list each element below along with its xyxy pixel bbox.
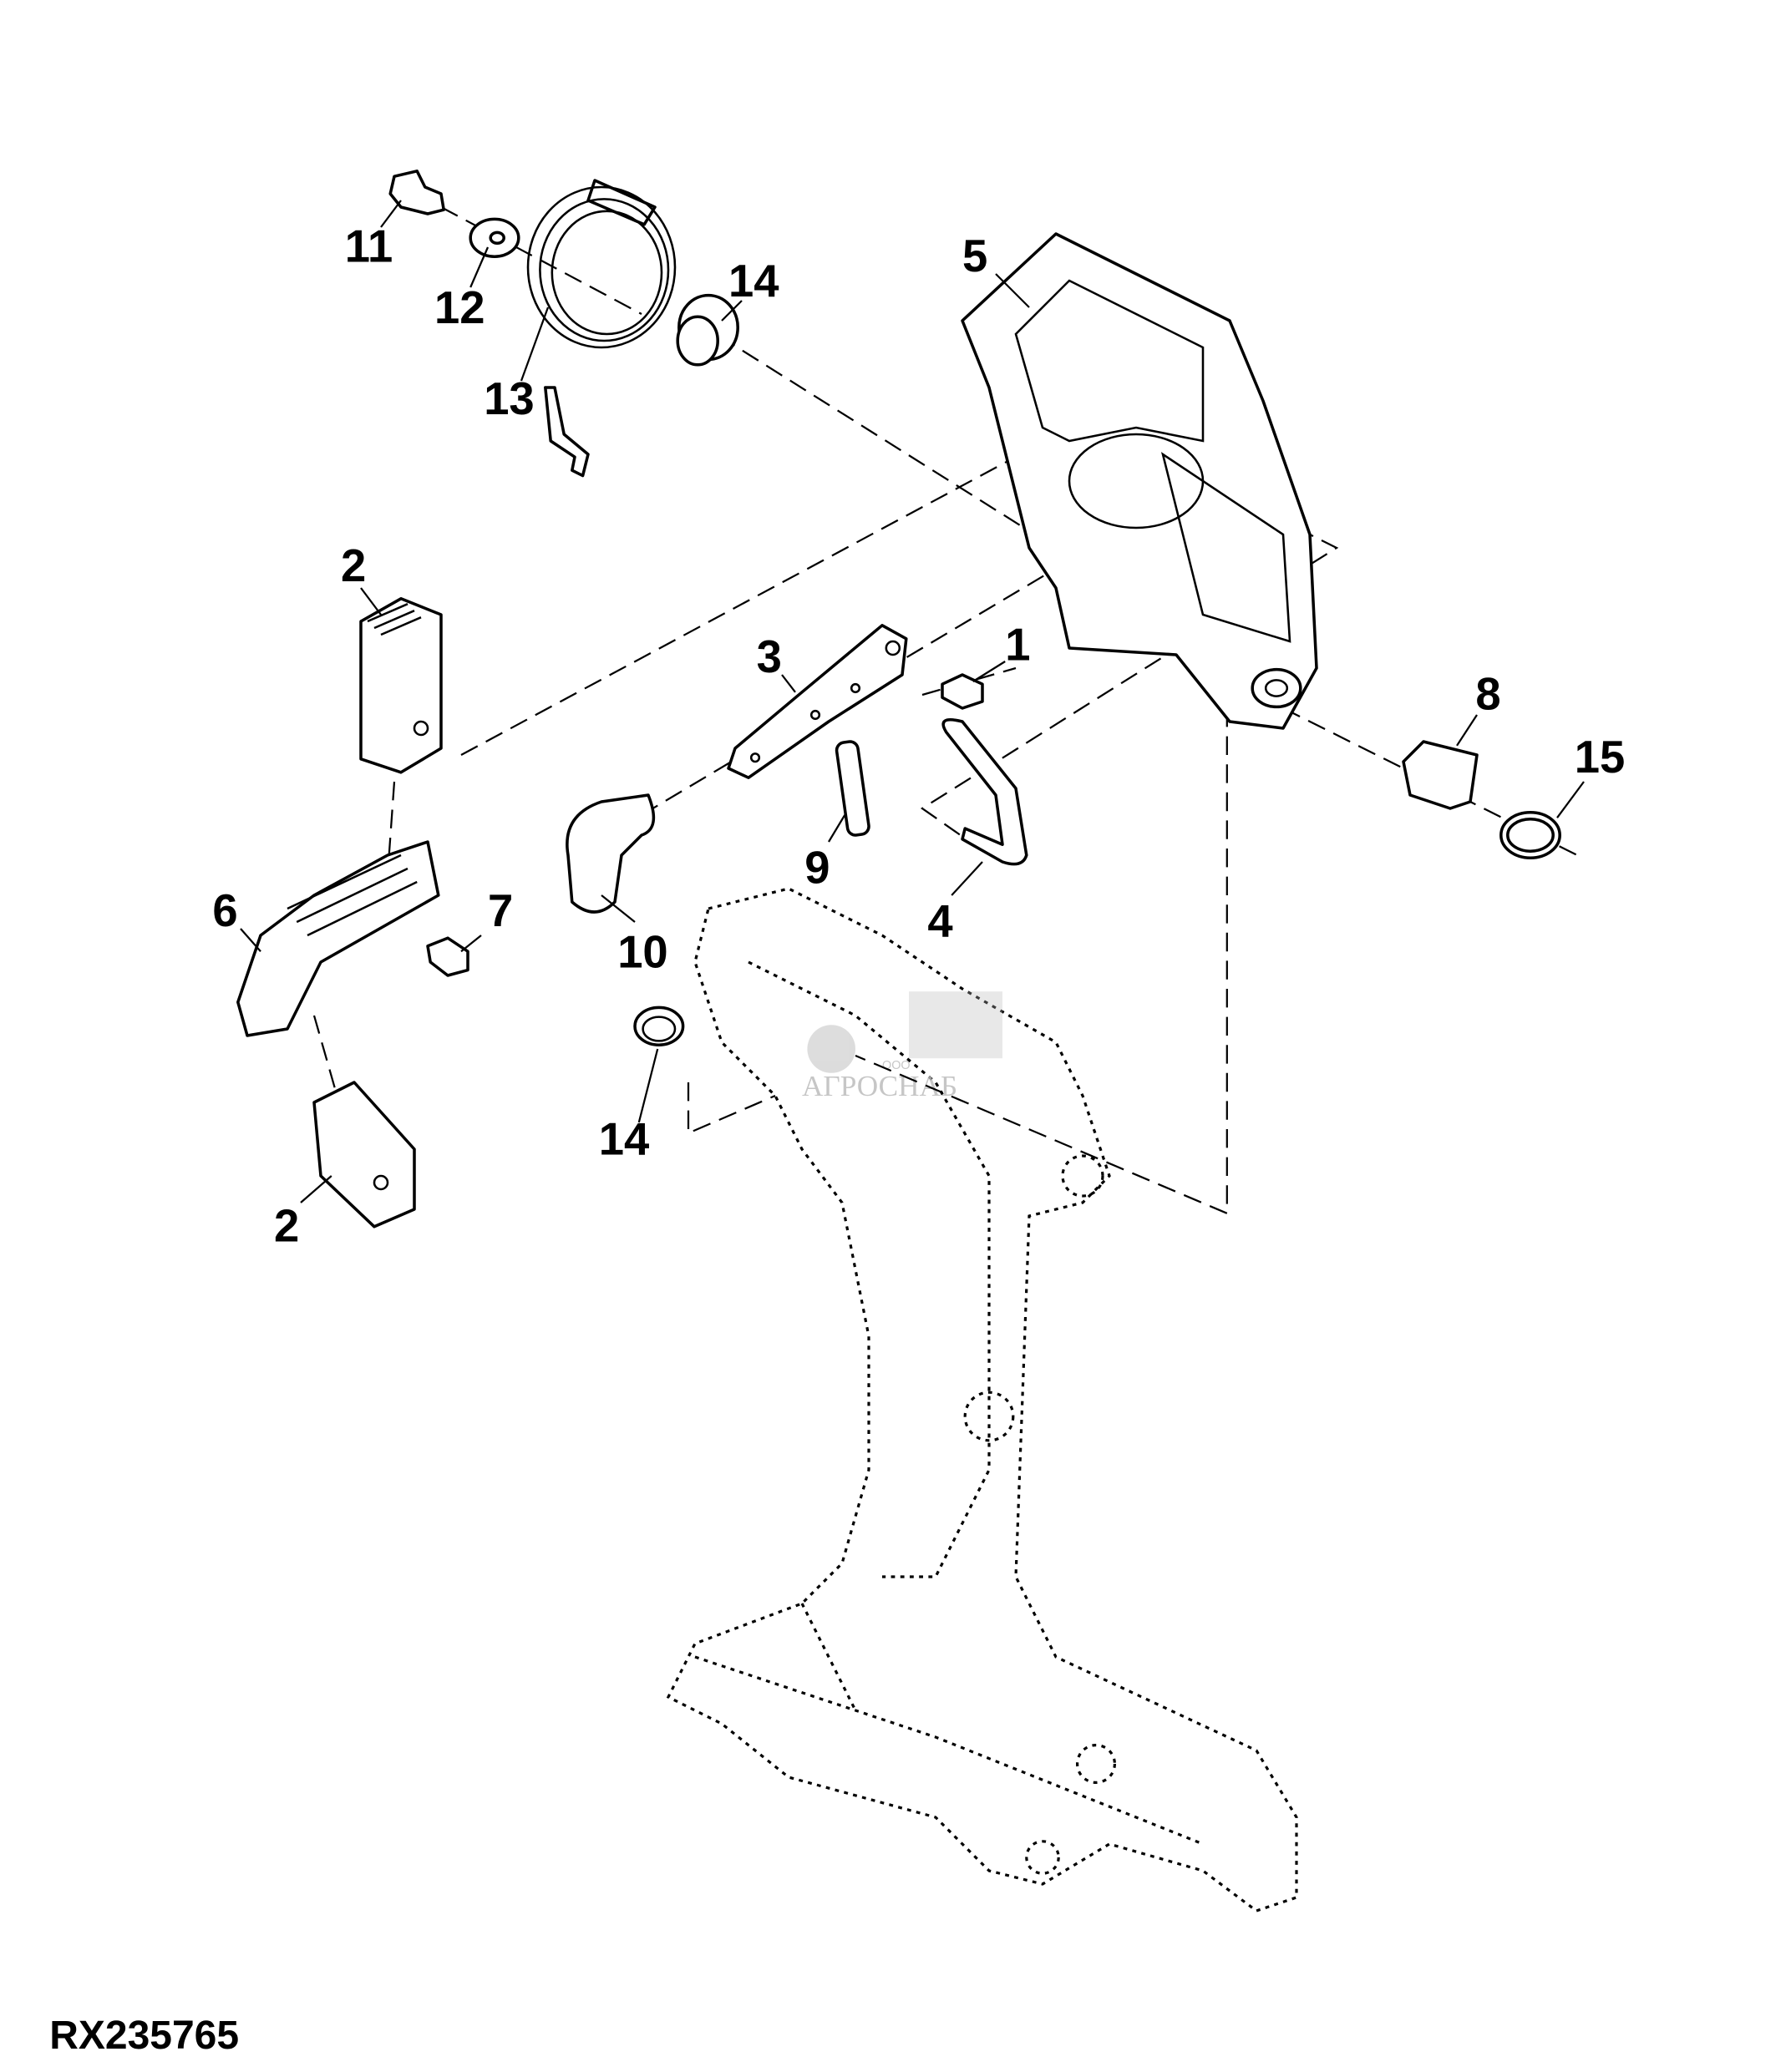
- callout-1: 1: [1005, 619, 1030, 670]
- watermark-logo: ООО АГРОСНАБ: [802, 991, 1002, 1102]
- callout-14-upper: 14: [728, 256, 779, 306]
- callout-14-lower: 14: [599, 1113, 650, 1164]
- callout-15: 15: [1575, 732, 1626, 783]
- callout-3: 3: [757, 631, 782, 682]
- part-3-link-plate: [727, 624, 908, 779]
- part-10-cap: [566, 793, 656, 914]
- part-12-washer: [469, 217, 520, 258]
- callout-13: 13: [484, 373, 535, 424]
- callout-2-upper: 2: [341, 540, 366, 591]
- part-7-screw: [426, 936, 469, 977]
- part-2-pad-upper: [359, 597, 443, 774]
- part-11-bolt: [388, 170, 445, 215]
- part-6-pedal: [236, 840, 440, 1037]
- watermark-name: АГРОСНАБ: [802, 1070, 957, 1102]
- callout-9: 9: [804, 843, 830, 894]
- part-13-torsion-spring: [526, 179, 677, 478]
- callout-8: 8: [1475, 669, 1500, 720]
- pedal-support-frame-ghost: [666, 887, 1298, 1912]
- callout-6: 6: [212, 885, 237, 936]
- part-1-bolt: [941, 673, 984, 710]
- leader-lines: [240, 200, 1585, 1203]
- part-9-spring: [835, 740, 870, 837]
- callout-12: 12: [434, 282, 485, 333]
- assembly-lines: [312, 206, 1578, 1215]
- callout-5: 5: [962, 231, 987, 281]
- part-14-bushing-lower: [633, 1006, 685, 1046]
- callout-7: 7: [488, 885, 513, 936]
- part-14-bushing: [676, 293, 739, 367]
- figure-id: RX235765: [49, 2014, 239, 2058]
- part-4-hook-rod: [941, 718, 1028, 866]
- part-8-bushing: [1402, 740, 1479, 810]
- callout-11: 11: [345, 221, 393, 272]
- callout-2-lower: 2: [274, 1200, 299, 1251]
- part-2-pad-lower: [312, 1081, 416, 1229]
- callout-10: 10: [617, 926, 668, 977]
- part-15-snap-ring: [1499, 811, 1561, 859]
- part-5-pedal-bracket: [961, 232, 1318, 730]
- callout-4: 4: [927, 896, 952, 947]
